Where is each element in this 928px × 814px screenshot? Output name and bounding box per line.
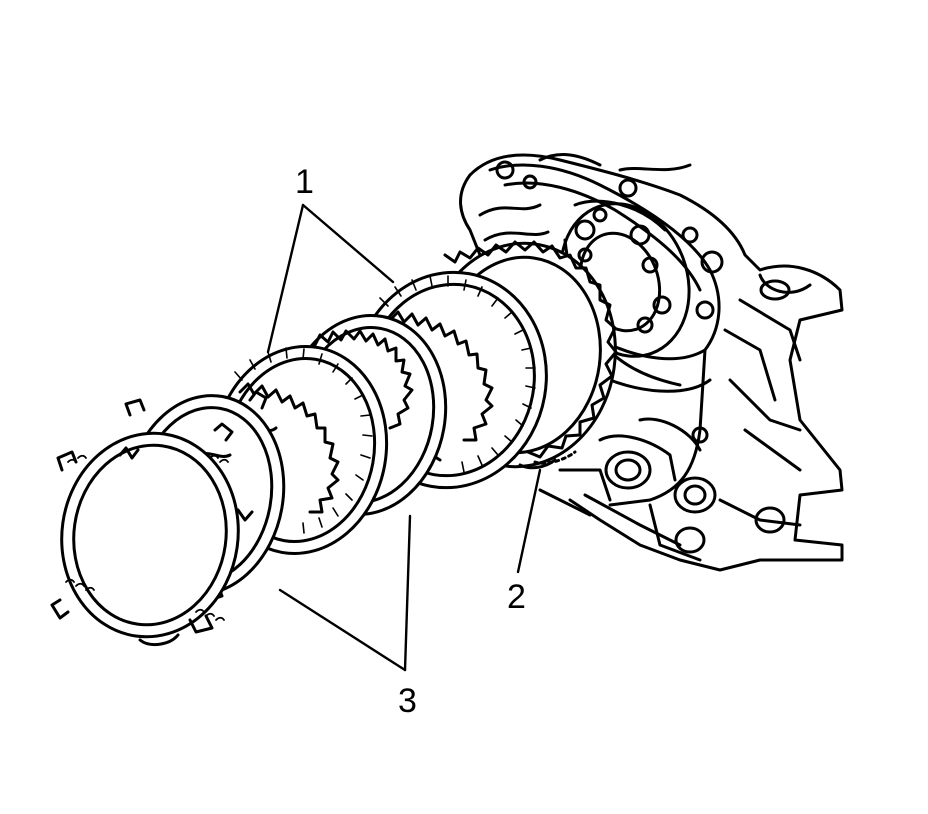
leader-1a — [266, 203, 305, 354]
callout-3: 3 — [398, 682, 417, 720]
leader-3b — [403, 514, 412, 672]
callout-1: 1 — [295, 163, 314, 201]
steel-clutch-plate — [50, 422, 240, 647]
callout-2: 2 — [507, 578, 526, 616]
leader-1b — [301, 203, 395, 284]
leader-3a — [278, 588, 407, 672]
leader-lines — [266, 203, 542, 672]
leader-2 — [516, 468, 542, 574]
